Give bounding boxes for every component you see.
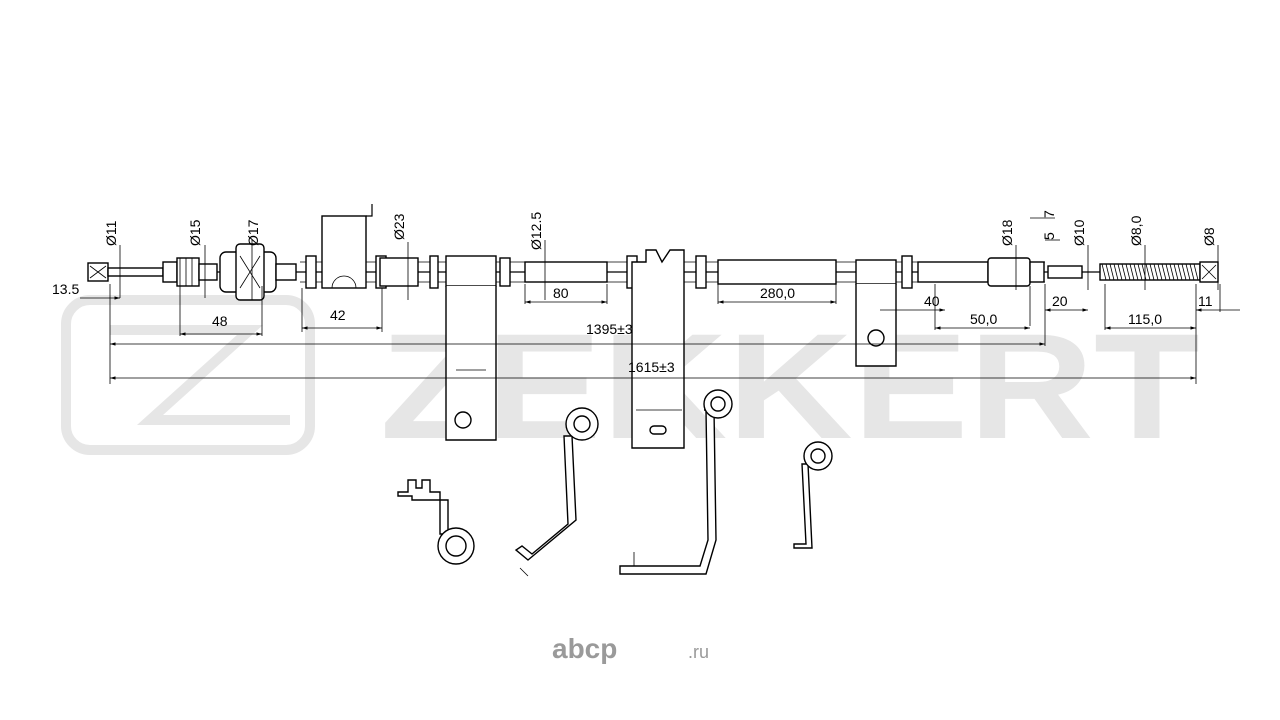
label-1615: 1615±3 xyxy=(628,359,675,375)
label-d23: Ø23 xyxy=(391,213,407,240)
label-d18: Ø18 xyxy=(999,219,1015,246)
watermark-text: ZEKKERT xyxy=(380,302,1200,470)
label-d10: Ø10 xyxy=(1071,219,1087,246)
label-11: 11 xyxy=(1198,293,1213,309)
bracket-1 xyxy=(445,255,511,441)
loose-bracket-1 xyxy=(397,479,449,535)
label-280: 280,0 xyxy=(760,285,795,301)
loose-bracket-2 xyxy=(514,435,577,561)
label-42: 42 xyxy=(330,307,346,323)
label-115: 115,0 xyxy=(1128,311,1162,327)
threaded-end xyxy=(1099,261,1219,283)
bracket-42 xyxy=(305,204,387,289)
watermark-z-mark xyxy=(110,325,290,425)
label-d11: Ø11 xyxy=(103,220,119,246)
label-13-5: 13.5 xyxy=(52,281,79,297)
loose-brackets xyxy=(397,389,833,577)
label-48: 48 xyxy=(212,313,228,329)
sleeve-280 xyxy=(717,259,837,285)
label-5: 5 xyxy=(1041,232,1057,240)
site-logo-suffix: .ru xyxy=(688,642,709,662)
watermark-logo: ZEKKERT xyxy=(61,295,1200,470)
adjuster-body xyxy=(219,243,297,301)
site-logo-name: abcp xyxy=(552,633,617,664)
bracket-2 xyxy=(631,249,707,449)
dimension-labels: Ø11 Ø15 Ø17 Ø23 Ø12.5 Ø18 Ø10 Ø8,0 Ø8 7 … xyxy=(52,210,1217,375)
label-d17: Ø17 xyxy=(245,219,261,246)
grommet-d23 xyxy=(379,255,439,289)
label-80: 80 xyxy=(553,285,569,301)
loose-bracket-3 xyxy=(619,409,717,575)
left-end-fitting xyxy=(87,257,218,287)
right-end-sleeve xyxy=(917,257,1083,287)
site-logo: abcp .ru xyxy=(552,633,709,664)
label-d15: Ø15 xyxy=(187,219,203,246)
label-40: 40 xyxy=(924,293,940,309)
dimension-lines xyxy=(80,217,1240,384)
label-7: 7 xyxy=(1041,210,1057,218)
label-d12-5: Ø12.5 xyxy=(528,212,544,250)
watermark-frame xyxy=(61,295,315,455)
loose-bracket-4 xyxy=(793,463,813,549)
label-50: 50,0 xyxy=(970,311,997,327)
label-d8: Ø8 xyxy=(1201,227,1217,246)
cable-assembly xyxy=(87,204,1219,449)
label-1395: 1395±3 xyxy=(586,321,633,337)
label-20: 20 xyxy=(1052,293,1068,309)
label-d8-0: Ø8,0 xyxy=(1128,215,1144,246)
